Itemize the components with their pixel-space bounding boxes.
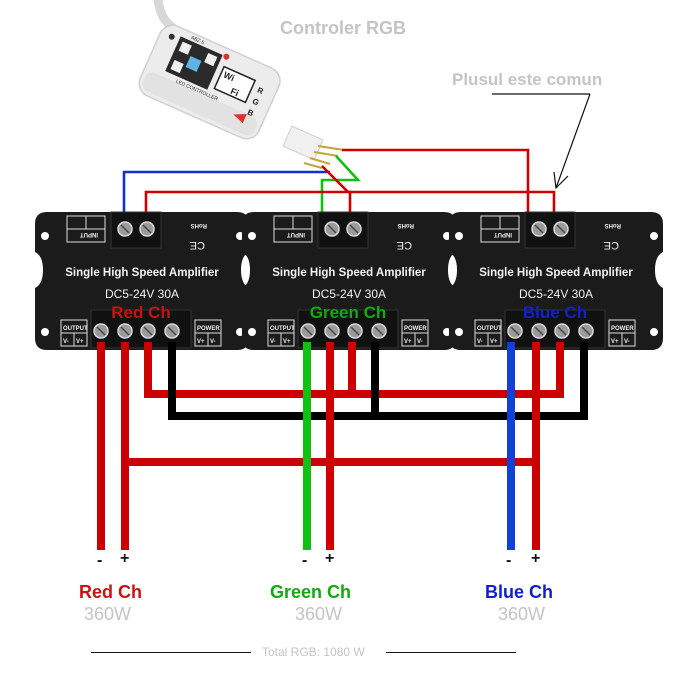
- power-term-minus: V-: [417, 339, 423, 345]
- power-label: POWER: [197, 326, 220, 332]
- controller-model: ABZ-5: [190, 35, 206, 46]
- output-label-green: Green Ch: [270, 582, 352, 602]
- output-term-minus: V-: [270, 339, 276, 345]
- amplifier-spec: DC5-24V 30A: [519, 287, 593, 301]
- pin-label-b: B: [246, 108, 255, 119]
- total-label: Total RGB: 1080 W: [262, 645, 365, 659]
- mount-hole: [650, 328, 658, 336]
- rohs-mark: RoHS: [398, 222, 414, 228]
- ce-mark: CE: [397, 239, 412, 251]
- wifi-text: Wi: [222, 70, 236, 84]
- output-power-blue: 360W: [498, 604, 546, 624]
- rohs-mark: RoHS: [605, 222, 621, 228]
- amplifier-body: [449, 212, 663, 350]
- amplifier-channel-label: Green Ch: [310, 303, 387, 322]
- power-term-plus: V+: [197, 339, 205, 345]
- common-plus-label: Plusul este comun: [452, 70, 603, 89]
- output-term-minus: V-: [63, 339, 69, 345]
- amplifier-channel-label: Blue Ch: [523, 303, 587, 322]
- amplifier-red: INPUT RoHS CE Single High Speed AmplifierDC…: [35, 211, 249, 350]
- output-term-plus: V+: [76, 339, 84, 345]
- mount-hole: [41, 232, 49, 240]
- output-wires: [97, 342, 588, 550]
- wire-power-plus-2: [352, 342, 564, 398]
- power-term-plus: V+: [404, 339, 412, 345]
- output-term-plus: V+: [490, 339, 498, 345]
- controller-title: Controler RGB: [280, 18, 406, 38]
- output-label-red: Red Ch: [79, 582, 142, 602]
- power-term-minus: V-: [624, 339, 630, 345]
- mount-hole: [248, 232, 256, 240]
- arrow-marker: [233, 113, 247, 124]
- wire-power-minus-2: [375, 342, 588, 420]
- input-label: INPUT: [80, 231, 98, 237]
- pin-label-r: R: [256, 86, 265, 97]
- input-label: INPUT: [287, 231, 305, 237]
- power-label: POWER: [404, 326, 427, 332]
- amplifier-green: INPUT RoHS CE Single High Speed AmplifierDC…: [242, 211, 456, 350]
- output-label: OUTPUT: [477, 326, 502, 332]
- output-term-minus: V-: [477, 339, 483, 345]
- wire-common-plus-chain: [144, 165, 352, 228]
- wire-common-plus-blue-amp: [342, 148, 530, 228]
- polarity-plus-blue: +: [531, 550, 541, 567]
- ce-mark: CE: [190, 239, 205, 251]
- total-line-right: [386, 652, 516, 653]
- polarity-minus-green: -: [302, 552, 308, 569]
- wire-power-plus: [144, 342, 356, 398]
- mount-hole: [650, 232, 658, 240]
- wire-green-signal: [320, 155, 361, 228]
- power-label: POWER: [611, 326, 634, 332]
- output-label: OUTPUT: [63, 326, 88, 332]
- output-term-plus: V+: [283, 339, 291, 345]
- mount-hole: [455, 328, 463, 336]
- common-plus-annotation: [492, 93, 591, 190]
- total-line-left: [91, 652, 251, 653]
- polarity-plus-red: +: [120, 550, 130, 567]
- input-label: INPUT: [494, 231, 512, 237]
- amplifier-body: [242, 212, 456, 350]
- mount-hole: [41, 328, 49, 336]
- amplifier-title: Single High Speed Amplifier: [479, 267, 633, 279]
- power-term-minus: V-: [210, 339, 216, 345]
- power-term-plus: V+: [611, 339, 619, 345]
- mount-hole: [248, 328, 256, 336]
- pin-label-g: G: [251, 97, 260, 108]
- rgb-controller: ABZ-5 Wi Fi LED CONTROLLER R G B: [138, 0, 345, 169]
- controller-connector: [282, 125, 324, 161]
- mount-hole: [455, 232, 463, 240]
- ce-mark: CE: [604, 239, 619, 251]
- amplifier-spec: DC5-24V 30A: [312, 287, 386, 301]
- fi-text: Fi: [229, 86, 240, 98]
- amplifier-title: Single High Speed Amplifier: [65, 267, 219, 279]
- amplifier-spec: DC5-24V 30A: [105, 287, 179, 301]
- amplifier-blue: INPUT RoHS CE Single High Speed AmplifierDC…: [449, 211, 663, 350]
- polarity-minus-red: -: [97, 552, 103, 569]
- output-label: OUTPUT: [270, 326, 295, 332]
- wire-blue-signal: [122, 170, 330, 228]
- rohs-mark: RoHS: [191, 222, 207, 228]
- polarity-plus-green: +: [325, 550, 335, 567]
- amplifier-channel-label: Red Ch: [111, 303, 171, 322]
- output-label-blue: Blue Ch: [485, 582, 554, 602]
- wifi-badge: [213, 65, 257, 104]
- amplifier-body: [35, 212, 249, 350]
- wire-power-minus: [168, 342, 379, 420]
- indicator-led-red: [223, 53, 230, 60]
- output-power-red: 360W: [84, 604, 132, 624]
- amplifier-title: Single High Speed Amplifier: [272, 267, 426, 279]
- polarity-minus-blue: -: [506, 552, 512, 569]
- output-power-green: 360W: [295, 604, 343, 624]
